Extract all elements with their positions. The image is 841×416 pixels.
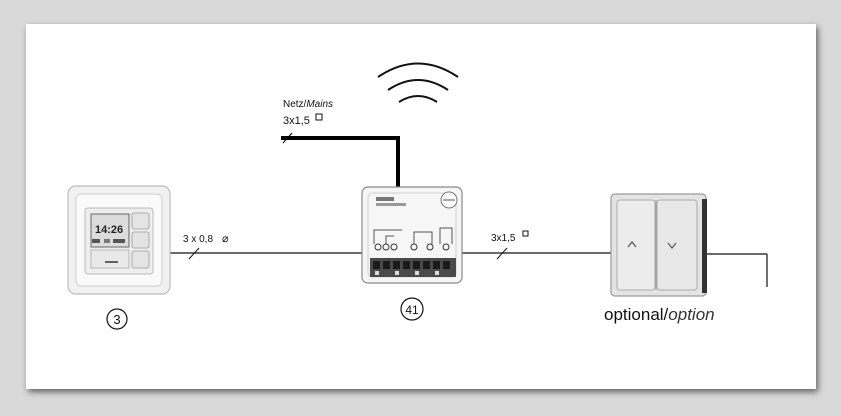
diameter-symbol-icon: ⌀	[222, 233, 229, 245]
square-symbol-icon	[315, 113, 323, 121]
arrow-down-icon	[667, 242, 677, 249]
arrow-up-icon	[627, 241, 637, 248]
right-cable-label: 3x1,5	[491, 233, 516, 244]
mains-cable-size: 3x1,5	[283, 115, 310, 127]
device-number-circle	[106, 308, 128, 330]
control-line-left	[170, 247, 362, 260]
device-center-number: 41	[405, 303, 419, 317]
rocker-down	[656, 199, 698, 291]
optional-label: optional/option	[604, 305, 715, 324]
load-line-right	[462, 247, 768, 287]
thermostat-device: 14:26	[67, 185, 171, 295]
terminal-block	[370, 258, 456, 277]
rocker-up	[616, 199, 656, 291]
actuator-device	[361, 186, 463, 284]
push-button-switch	[610, 193, 707, 297]
left-cable-label: 3 x 0,8	[183, 234, 213, 245]
thermostat-time: 14:26	[95, 224, 123, 236]
thermostat-button	[131, 212, 150, 230]
thermostat-button	[131, 231, 150, 249]
wifi-signal-icon	[377, 62, 459, 103]
mains-cable	[281, 132, 400, 187]
thermostat-button	[131, 250, 150, 269]
mains-label: Netz/Mains	[283, 99, 333, 110]
device-left-number: 3	[113, 312, 120, 327]
square-symbol-icon	[522, 230, 529, 237]
device-number-circle	[400, 297, 424, 321]
